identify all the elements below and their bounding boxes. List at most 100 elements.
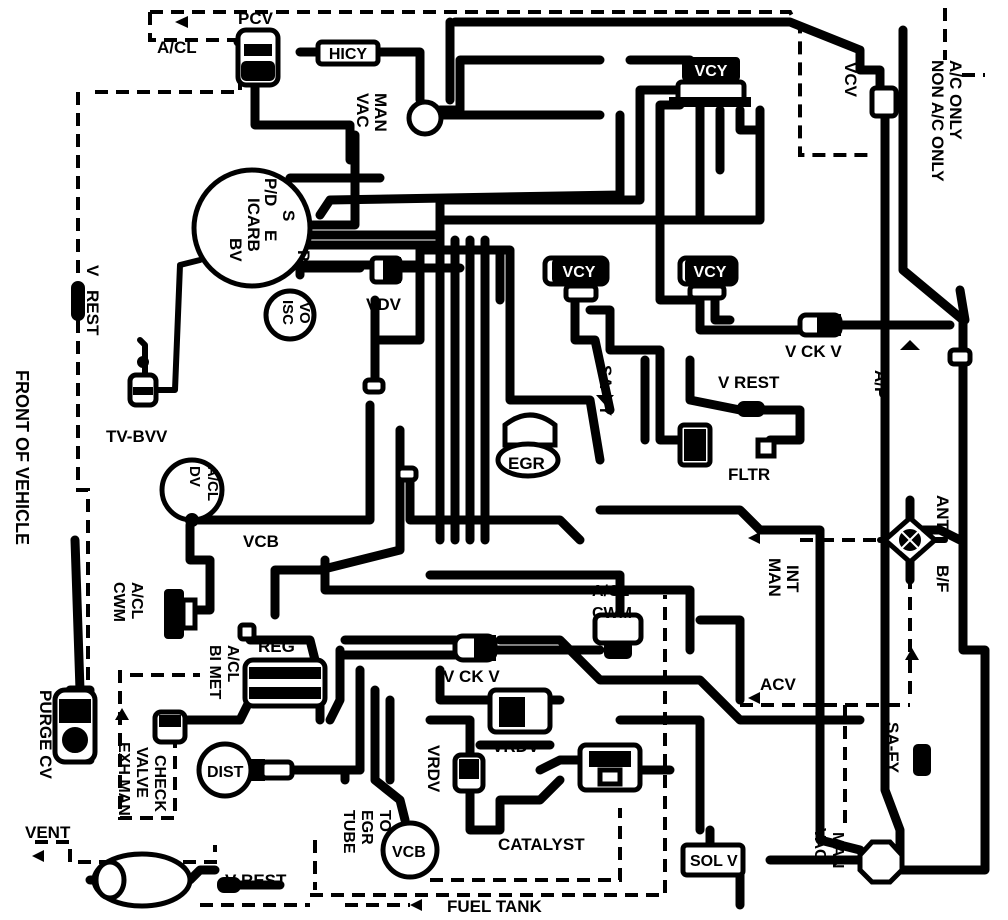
vrdv-valve — [487, 687, 553, 735]
isc-label: ISC — [279, 300, 296, 325]
a-cl-bi-met-label-1: A/CL — [224, 645, 241, 683]
vcb-left-label: VCB — [243, 532, 279, 551]
v-rest-mid-label: V REST — [718, 373, 780, 392]
legend-ac-only: A/C ONLY — [946, 60, 965, 140]
front-of-vehicle-label: FRONT OF VEHICLE — [12, 370, 32, 545]
anti-label: ANTI — [933, 495, 952, 535]
carb-pb-label: PB — [294, 250, 313, 274]
vcb-bottom-circle — [380, 820, 440, 880]
purge-cv-label: PURGE CV — [36, 690, 55, 779]
a-cl-cwm-mid — [592, 612, 644, 659]
fuel-tank-label: FUEL TANK — [447, 897, 542, 916]
carburetor — [191, 167, 313, 289]
v-ck-v-lower-label: V CK V — [443, 667, 500, 686]
hicy-label: HICY — [329, 46, 368, 63]
a-cl-cwm-mid-label-2: CWM — [592, 605, 632, 622]
a-cl-cwm-mid-label-1: A/CL — [592, 583, 630, 600]
components: HICY VCY VCY — [32, 16, 973, 911]
vcv-label: VCV — [841, 62, 860, 98]
v-rest-left-restrictor — [71, 281, 85, 321]
sol-v-label: SOL V — [690, 853, 738, 870]
carb-pd-label: P/D — [261, 178, 280, 206]
carb-s-label: S — [279, 210, 298, 221]
a-cl-top-label: A/CL — [157, 38, 197, 57]
pcv-label: PCV — [238, 9, 274, 28]
sa-fy-lower-label: SA-FY — [883, 722, 902, 774]
man-vac-port-top — [406, 99, 444, 137]
int-man-label-2: MAN — [765, 558, 784, 597]
vrdv-vertical-valve — [452, 752, 486, 794]
man-vac-bottom-label-1: MAN — [829, 832, 846, 868]
legend-non-ac-only: NON A/C ONLY — [928, 60, 947, 182]
vcy-right-box: VCY — [677, 255, 739, 301]
v-rest-left-label-2: REST — [83, 290, 102, 336]
catalyst-label: CATALYST — [498, 835, 585, 854]
hicy-box: HICY — [315, 39, 381, 67]
carb-bv-label: BV — [226, 238, 245, 262]
to-egr-tube-label-1: TO — [376, 810, 393, 832]
distributor — [196, 741, 295, 799]
vdv-valve — [369, 255, 403, 285]
carb-e-label: E — [261, 230, 280, 241]
tv-bvv-valve — [127, 356, 159, 408]
a-cl-cwm-left-label-2: CWM — [110, 582, 127, 622]
vcy-left-box: VCY — [542, 255, 610, 303]
catalyst-valve — [577, 742, 643, 793]
vrdv-right-label: VRDV — [492, 737, 540, 756]
vcv-valve — [869, 85, 899, 119]
vent-canister — [91, 851, 193, 909]
b-f-label: B/F — [933, 565, 952, 592]
fitting-1 — [362, 377, 386, 395]
man-vac-top-label-2: VAC — [353, 93, 372, 128]
acv-label: ACV — [760, 675, 797, 694]
vcb-bottom-label: VCB — [392, 844, 426, 861]
sa-fy-upper-label: SA-FY — [596, 365, 615, 417]
labels: PCV A/CL MAN VAC VCV A/C ONLY NON A/C ON… — [12, 9, 965, 916]
sa-fy-lower-fitting — [913, 744, 931, 776]
a-cl-dv-port — [185, 513, 199, 527]
sol-v-valve — [680, 842, 746, 878]
reg-fitting — [237, 622, 257, 642]
flow-arrows — [32, 16, 920, 911]
a-cl-cwm-left-label-1: A/CL — [128, 582, 145, 620]
a-cl-cwm-left — [164, 589, 198, 639]
pcv-valve — [235, 27, 281, 88]
v-ck-v-upper-label: V CK V — [785, 342, 842, 361]
vacuum-hoses — [65, 17, 990, 910]
to-egr-tube-label-3: TUBE — [340, 810, 357, 854]
v-rest-left-label-1: V — [83, 265, 102, 277]
dist-label: DIST — [207, 764, 244, 781]
fitting-2 — [395, 465, 419, 483]
check-valve-label-2: VALVE — [133, 747, 150, 798]
man-vac-top-label-1: MAN — [371, 93, 390, 132]
v-rest-mid-restrictor — [737, 401, 765, 417]
a-cl-bi-met-label-2: BI MET — [206, 645, 223, 699]
vcy-top-box: VCY — [669, 57, 751, 107]
vrdv-vertical-label: VRDV — [424, 745, 443, 793]
vent-label: VENT — [25, 823, 71, 842]
carb-icarb-label: ICARB — [244, 198, 263, 252]
v-rest-bottom-label: V REST — [225, 871, 287, 890]
man-vac-port-bottom — [857, 839, 905, 885]
fltr-label: FLTR — [728, 465, 770, 484]
v-ck-v-upper-valve — [797, 312, 843, 338]
a-cl-dv-label-1: A/CL — [204, 466, 221, 501]
check-valve-exh-man — [152, 709, 188, 745]
man-vac-bottom-label-2: VAC — [811, 828, 828, 861]
fltr-filter — [677, 422, 777, 468]
a-cl-bi-met — [242, 657, 328, 709]
v-rest-bottom-restrictor — [217, 877, 241, 893]
vcy-right-label: VCY — [694, 264, 727, 281]
fitting-3 — [947, 347, 973, 367]
to-egr-tube-label-2: EGR — [358, 810, 375, 845]
purge-cv-valve — [52, 687, 98, 765]
vdv-label: VDV — [366, 295, 402, 314]
vcy-top-label: VCY — [695, 63, 728, 80]
tv-bvv-label: TV-BVV — [106, 427, 168, 446]
v-ck-v-lower-valve — [452, 633, 498, 663]
egr-label: EGR — [508, 454, 545, 473]
vo-label: VO — [296, 302, 313, 324]
reg-label: REG — [258, 637, 295, 656]
vo-isc-circle — [263, 288, 317, 342]
